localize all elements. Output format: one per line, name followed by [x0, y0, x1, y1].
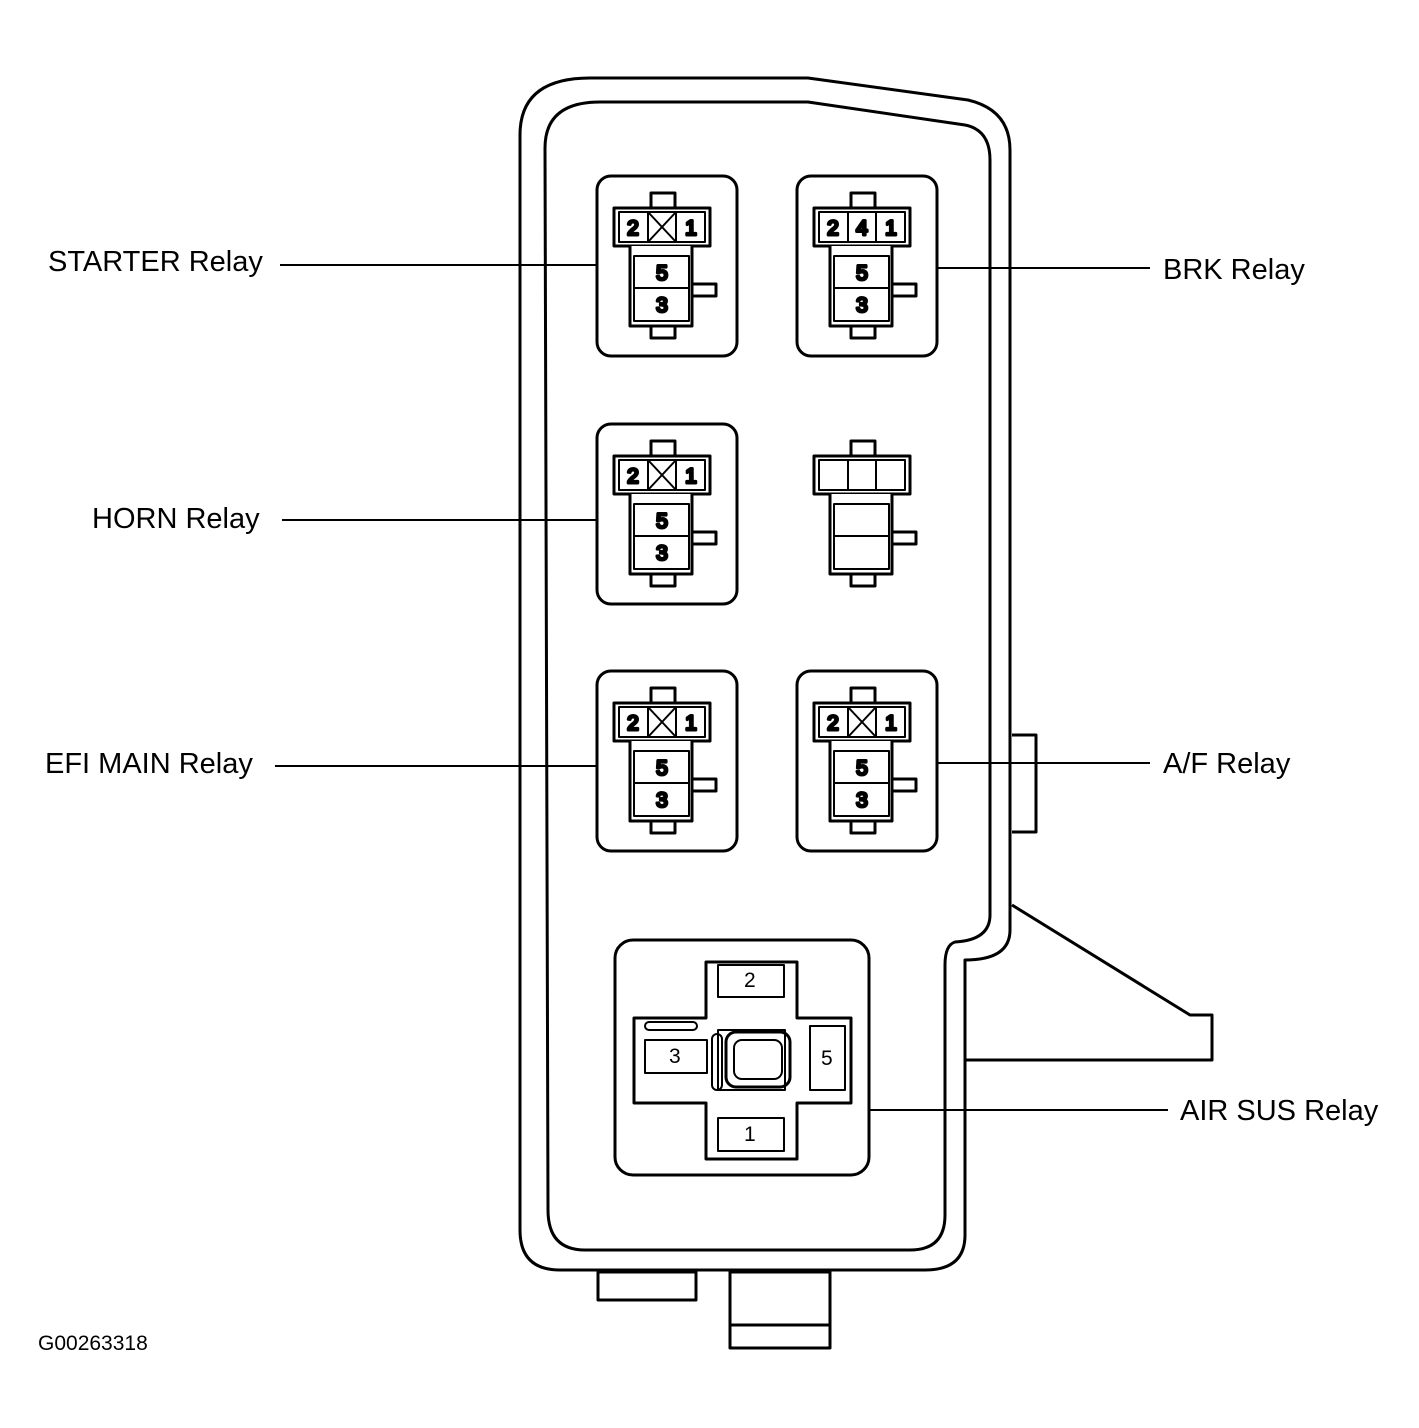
- pin-label: 5: [856, 262, 868, 285]
- label-air-sus-relay: AIR SUS Relay: [1180, 1095, 1379, 1127]
- pin-label: 2: [827, 217, 839, 240]
- pin-label: 3: [856, 294, 868, 317]
- label-starter-relay: STARTER Relay: [48, 246, 263, 278]
- pin-label: 3: [656, 294, 668, 317]
- empty-relay-socket: [812, 439, 918, 588]
- starter-relay-socket: 2 15 3: [595, 174, 739, 358]
- pin-label: 2: [627, 217, 639, 240]
- pin-label: 3: [656, 789, 668, 812]
- pin-label: 5: [656, 757, 668, 780]
- pin-label: 4: [856, 217, 868, 240]
- housing-outline: [518, 76, 1012, 1272]
- air-sus-pin-5: [809, 1025, 846, 1091]
- air-sus-pin-2-label: 2: [744, 969, 756, 992]
- pin-label: 5: [656, 510, 668, 533]
- label-efi-main-relay: EFI MAIN Relay: [45, 748, 253, 780]
- pin-label: 2: [627, 465, 639, 488]
- air-sus-pin-5-label: 5: [821, 1047, 833, 1070]
- label-brk-relay: BRK Relay: [1163, 254, 1305, 286]
- bottom-tab-right: [728, 1270, 832, 1350]
- mounting-bracket: [965, 903, 1214, 1062]
- pin-label: 3: [856, 789, 868, 812]
- air-sus-pin-3: [644, 1039, 708, 1074]
- figure-id: G00263318: [38, 1332, 148, 1355]
- label-horn-relay: HORN Relay: [92, 503, 260, 535]
- side-clip: [1012, 733, 1038, 834]
- efi-main-relay-socket: 2 15 3: [595, 669, 739, 853]
- pin-label: 5: [656, 262, 668, 285]
- air-sus-pin-2: [717, 964, 785, 998]
- pin-label: 5: [856, 757, 868, 780]
- pin-label: 2: [627, 712, 639, 735]
- bottom-tab-left: [596, 1270, 698, 1302]
- pin-label: 2: [827, 712, 839, 735]
- air-sus-pin-1-label: 1: [744, 1123, 756, 1146]
- housing-inner-wall: [543, 100, 992, 1252]
- horn-relay-socket: 2 15 3: [595, 422, 739, 606]
- air-sus-relay-socket: [613, 938, 871, 1177]
- pin-label: 3: [656, 542, 668, 565]
- pin-label: 1: [685, 217, 697, 240]
- pin-label: 1: [685, 712, 697, 735]
- af-relay-socket: 2 15 3: [795, 669, 939, 853]
- pin-label: 1: [885, 712, 897, 735]
- label-af-relay: A/F Relay: [1163, 748, 1291, 780]
- pin-label: 1: [685, 465, 697, 488]
- air-sus-pin-3-label: 3: [669, 1045, 681, 1068]
- pin-label: 1: [885, 217, 897, 240]
- air-sus-pin-1: [717, 1117, 785, 1152]
